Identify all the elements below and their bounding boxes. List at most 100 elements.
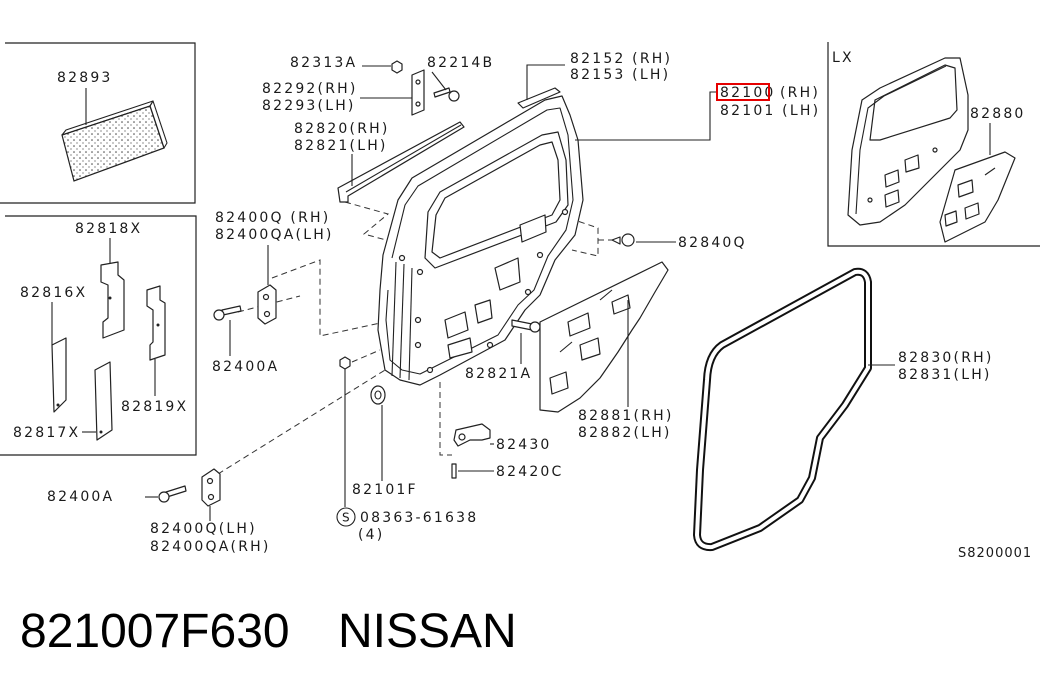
- moulding-inner-line: [345, 124, 462, 193]
- nut-82313a-drawing: [391, 60, 403, 74]
- callout-82101-lh: 82101 (LH): [720, 103, 820, 119]
- check-link-pin: [458, 433, 466, 441]
- bracket-82292-drawing: [411, 69, 425, 116]
- hinge-hole: [207, 493, 215, 501]
- callout-82816x: 82816X: [20, 285, 87, 301]
- caption: 821007F630 NISSAN: [20, 605, 517, 658]
- door-panel-hole: [447, 337, 473, 359]
- lx-door-inner-line: [855, 65, 947, 215]
- brand-name: NISSAN: [338, 605, 517, 658]
- lower-hinge-drawing: [201, 468, 221, 507]
- door-window-opening: [431, 141, 561, 259]
- door-panel-hole: [398, 254, 406, 262]
- callout-82400a-upper: 82400A: [212, 359, 279, 375]
- callout-82101f: 82101F: [352, 482, 418, 498]
- door-panel-hole: [444, 311, 469, 339]
- callout-82817x: 82817X: [13, 425, 80, 441]
- lx-watershield-hatch: [984, 167, 996, 176]
- door-panel-hole: [524, 288, 532, 296]
- callout-82400a-lower: 82400A: [47, 489, 114, 505]
- callout-screw-qty: (4): [358, 527, 384, 543]
- wedge-hole: [156, 323, 160, 327]
- leader-line: [431, 71, 447, 91]
- lower-hinge-bolt-head: [158, 491, 170, 503]
- lx-door-hole: [884, 169, 900, 188]
- fastener-drawings: [339, 233, 635, 479]
- guide-line: [217, 351, 415, 475]
- wedge-82818x-drawing: [100, 261, 125, 339]
- watershield-hatch: [559, 341, 573, 353]
- bolt-82821a-shaft: [511, 319, 533, 331]
- inset-frame-lx: [827, 42, 1040, 247]
- watershield-cutout: [611, 294, 631, 315]
- callout-labels: 82893 82818X 82816X 82819X 82817X 82313A…: [13, 50, 1031, 561]
- seal-pad-front-face: [61, 105, 165, 182]
- door-edge-line: [391, 261, 397, 377]
- callout-82831-lh: 82831(LH): [898, 367, 992, 383]
- leader-line: [575, 91, 718, 141]
- variant-label-lx: LX: [832, 50, 854, 66]
- lx-watershield-cutout: [964, 202, 980, 220]
- callout-82830-rh: 82830(RH): [898, 350, 994, 366]
- callout-82313a: 82313A: [290, 55, 357, 71]
- callout-82880: 82880: [970, 106, 1026, 122]
- lx-door-drawing: [847, 57, 1016, 243]
- door-panel-hole: [474, 299, 493, 324]
- wedge-82819x-drawing: [146, 285, 166, 361]
- callout-82882-lh: 82882(LH): [578, 425, 672, 441]
- callout-82820-rh: 82820(RH): [294, 121, 390, 137]
- callout-screw-code: 08363-61638: [360, 510, 478, 526]
- bolt-82214b-drawing: [433, 87, 451, 98]
- pin-82420c-drawing: [451, 463, 457, 479]
- weatherstrip-inner: [695, 269, 870, 550]
- inset-frames: [0, 42, 1040, 456]
- clip-82840q-head: [621, 233, 635, 247]
- door-panel-hole: [414, 341, 422, 349]
- callout-82400q-lh: 82400Q(LH): [150, 521, 257, 537]
- wedge-82817x-drawing: [94, 361, 113, 441]
- door-sash-rail-drawing: [517, 87, 561, 109]
- upper-hinge-bolt-shaft: [221, 305, 242, 316]
- door-panel-hole: [426, 366, 434, 374]
- inset-frame-wedges: [0, 215, 197, 456]
- guide-line: [439, 382, 452, 456]
- weatherstrip-82830-drawing: [693, 267, 872, 552]
- callout-82100-code: 82100: [720, 85, 776, 101]
- lx-door-hole: [867, 197, 873, 203]
- callout-82100-side: (RH): [780, 85, 820, 101]
- callout-82400qa-lh: 82400QA(LH): [215, 227, 334, 243]
- screw-symbol: S: [342, 511, 350, 525]
- bolt-82821a-head: [529, 321, 541, 333]
- callout-82430: 82430: [496, 437, 552, 453]
- hinge-hole: [262, 293, 270, 301]
- lx-door-hole: [904, 154, 920, 173]
- guide-line: [351, 349, 381, 363]
- grommet-inner: [374, 390, 382, 400]
- lx-door-hole: [884, 189, 900, 208]
- callout-82400q-rh: 82400Q (RH): [215, 210, 330, 226]
- door-panel-hole: [519, 214, 547, 243]
- upper-hinge-drawing: [257, 284, 277, 325]
- wedge-hole: [56, 403, 60, 407]
- lx-door-hole: [932, 147, 938, 153]
- watershield-hatch: [599, 289, 613, 301]
- door-panel-hole: [414, 316, 422, 324]
- door-edge-line: [399, 263, 405, 379]
- wedge-hole: [108, 296, 112, 300]
- callout-82420c: 82420C: [496, 464, 564, 480]
- watershield-cutout: [567, 312, 591, 337]
- callout-82293-lh: 82293(LH): [262, 98, 356, 114]
- grommet-82101f-drawing: [370, 385, 386, 405]
- seal-pad-drawing: [61, 100, 168, 182]
- part-number: 821007F630: [20, 605, 290, 658]
- callout-82153-lh: 82153 (LH): [570, 67, 670, 83]
- guide-line: [271, 259, 386, 337]
- callout-82214b: 82214B: [427, 55, 494, 71]
- lx-watershield-cutout: [944, 210, 958, 227]
- upper-hinge-bolt-head: [213, 309, 225, 321]
- guide-line: [559, 214, 599, 257]
- callout-82152-rh: 82152 (RH): [570, 51, 672, 67]
- watershield-cutout: [579, 337, 601, 361]
- hinge-drawings: [158, 284, 277, 507]
- leader-lines: [51, 64, 991, 521]
